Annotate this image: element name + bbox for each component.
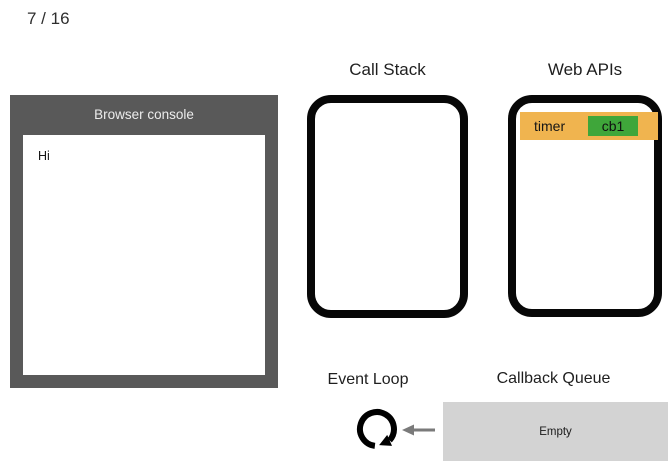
browser-console-output: Hi [23,135,265,375]
web-api-timer-item: timer cb1 [520,112,658,140]
callback-queue-box: Empty [443,402,668,461]
browser-console-title: Browser console [94,107,194,122]
call-stack-title: Call Stack [349,60,426,79]
event-loop-title: Event Loop [327,371,409,388]
clockwise-loop-arrow-icon [356,406,400,454]
timer-label: timer [534,118,566,134]
callback-badge: cb1 [588,116,638,136]
browser-console-panel: Browser console Hi [10,95,278,388]
slide-counter: 7 / 16 [27,9,70,28]
call-stack-box [307,95,468,318]
console-log-line: Hi [38,149,50,163]
left-arrow-icon [402,423,436,437]
web-apis-title: Web APIs [547,60,623,79]
callback-queue-title: Callback Queue [496,370,611,387]
callback-queue-status: Empty [539,425,572,438]
